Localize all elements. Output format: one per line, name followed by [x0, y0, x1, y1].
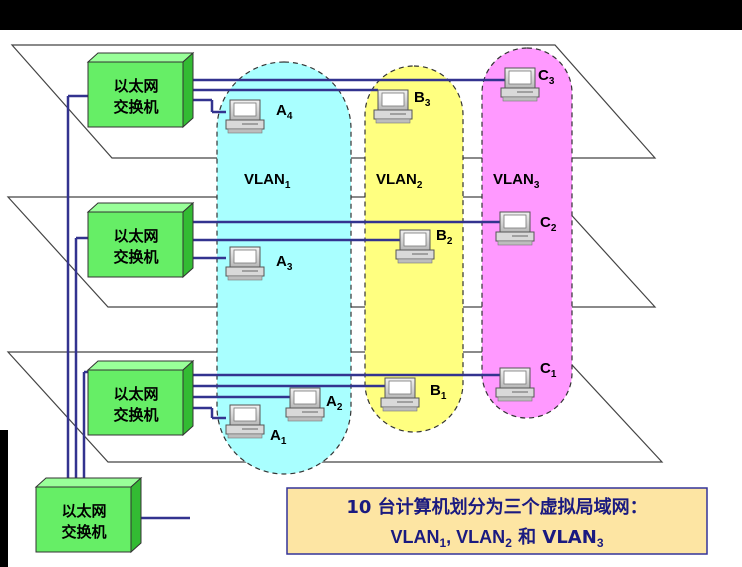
caption-line-1: 10 台计算机划分为三个虚拟局域网： — [346, 496, 647, 518]
label-a2: A2 — [326, 393, 343, 413]
computer-a4-icon — [225, 99, 265, 134]
caption-box — [286, 487, 708, 555]
switch-top-label-1: 以太网 — [113, 77, 158, 95]
switch-top-label-2: 交换机 — [113, 98, 158, 116]
computer-c2-icon — [495, 211, 535, 246]
vlan2-label: VLAN2 — [376, 171, 423, 191]
vlan1-label: VLAN1 — [244, 171, 291, 191]
switch-middle-label-2: 交换机 — [113, 248, 158, 266]
label-c2: C2 — [540, 214, 557, 234]
computer-b1-icon — [380, 377, 420, 412]
left-black-edge — [0, 430, 8, 567]
vlan3-label: VLAN3 — [493, 171, 540, 191]
label-b3: B3 — [414, 89, 431, 109]
switch-top — [86, 51, 195, 129]
label-b2: B2 — [436, 227, 453, 247]
computer-a2-icon — [285, 387, 325, 422]
label-c1: C1 — [540, 360, 557, 380]
switch-root — [34, 476, 143, 554]
caption-line-2: VLAN1, VLAN2 和 VLAN3 — [390, 527, 603, 550]
switch-root-label-2: 交换机 — [61, 523, 106, 541]
switch-root-label-1: 以太网 — [61, 502, 106, 520]
network-wires — [66, 78, 505, 520]
top-black-bar — [0, 0, 742, 30]
computer-a1-icon — [225, 404, 265, 439]
label-a1: A1 — [270, 427, 287, 447]
switch-bottom-label-2: 交换机 — [113, 406, 158, 424]
label-a3: A3 — [276, 253, 293, 273]
computer-b2-icon — [395, 229, 435, 264]
switch-bottom — [86, 359, 195, 437]
computer-c3-icon — [500, 67, 540, 102]
switch-middle — [86, 201, 195, 279]
vlan1-region — [216, 61, 352, 475]
label-a4: A4 — [276, 102, 293, 122]
switch-bottom-label-1: 以太网 — [113, 385, 158, 403]
computer-b3-icon — [373, 89, 413, 124]
label-c3: C3 — [538, 67, 555, 87]
switch-middle-label-1: 以太网 — [113, 227, 158, 245]
computer-a3-icon — [225, 246, 265, 281]
label-b1: B1 — [430, 382, 447, 402]
computer-c1-icon — [495, 367, 535, 402]
